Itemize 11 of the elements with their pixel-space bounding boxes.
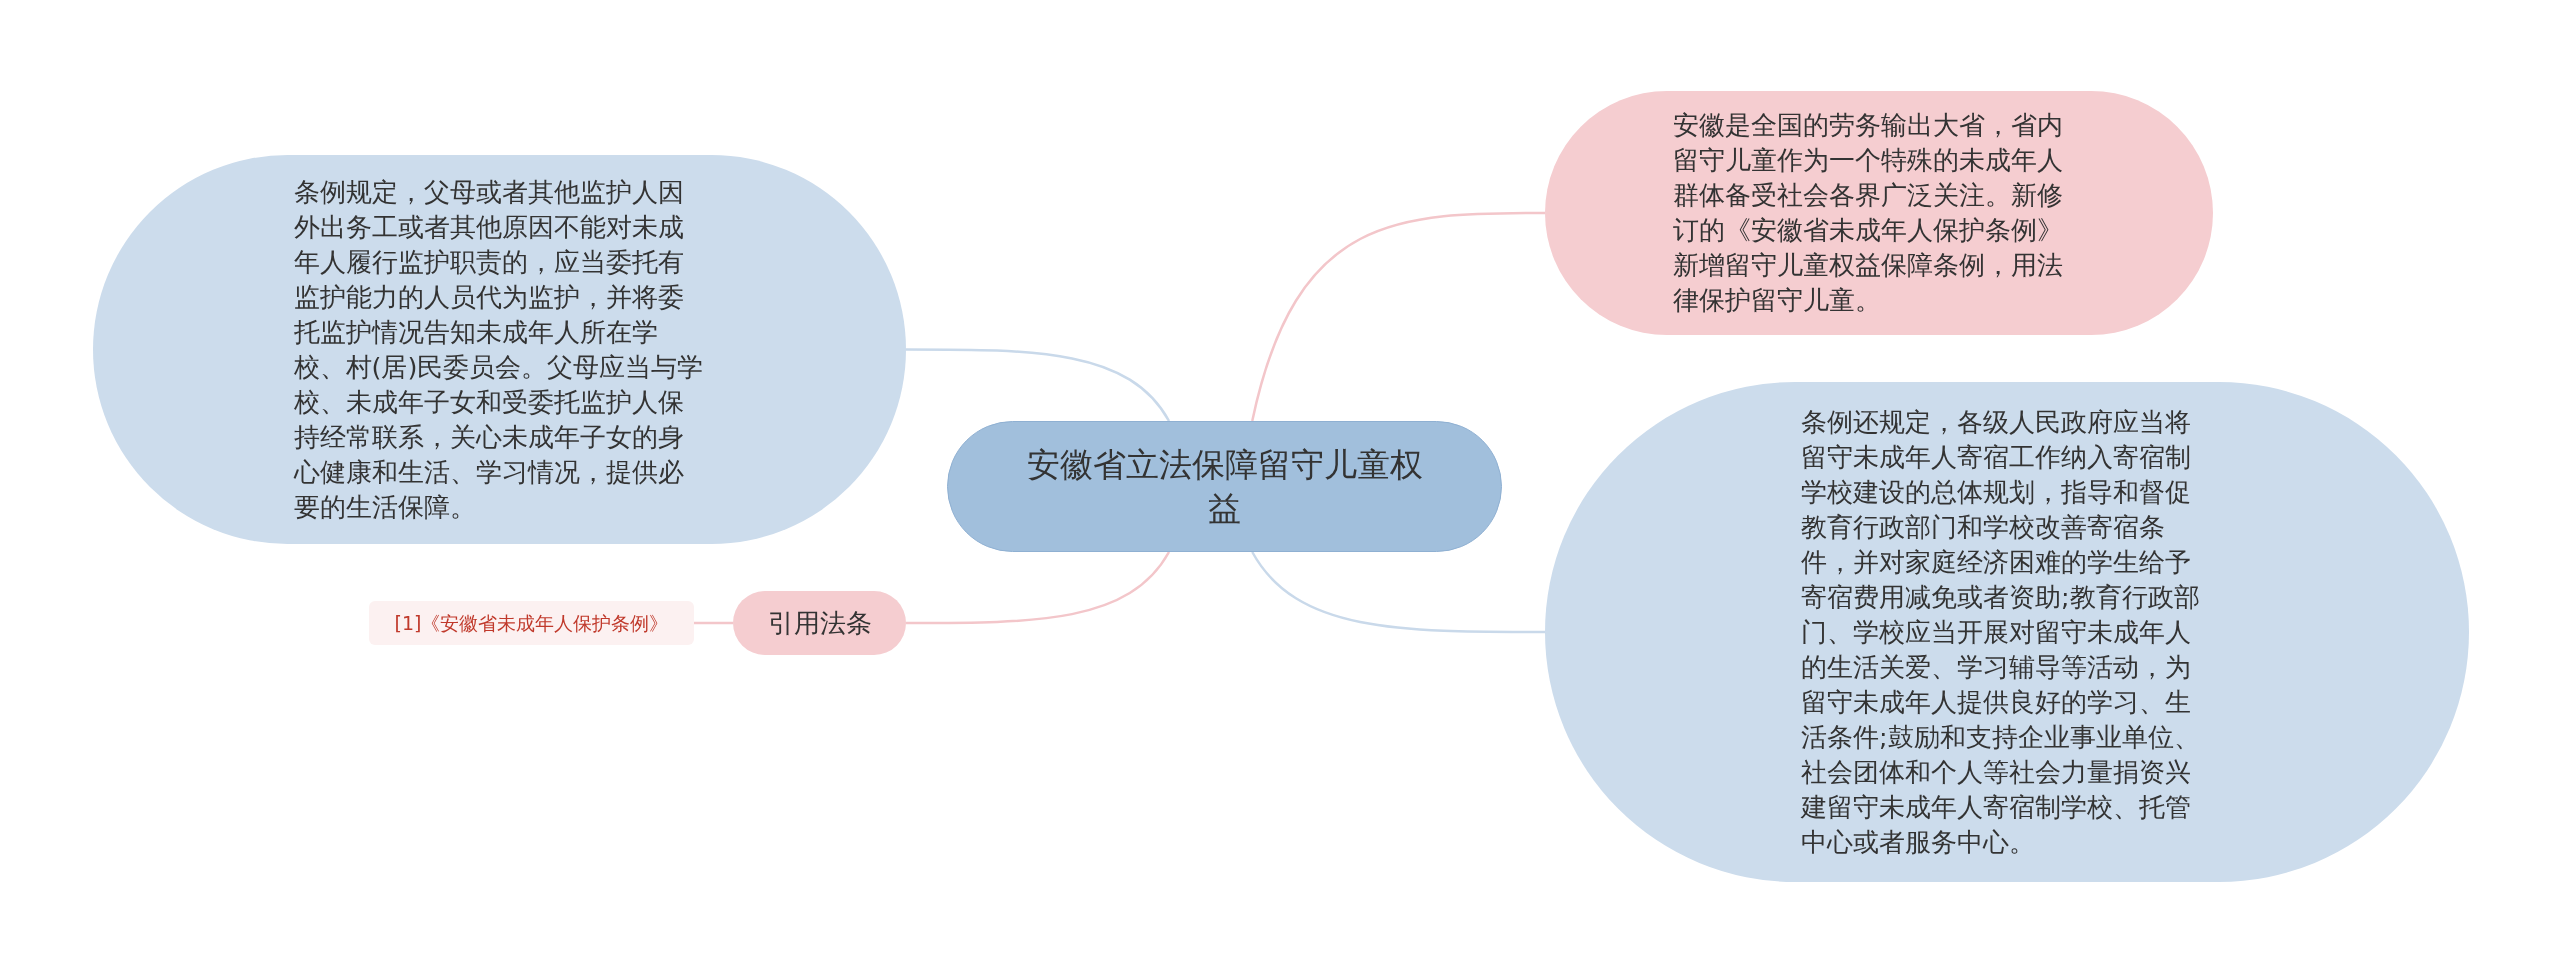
connector-line — [1251, 551, 1545, 634]
bubble-text: 条例规定，父母或者其他监护人因外出务工或者其他原因不能对未成年人履行监护职责的，应当委托有监护能力的人员代为监护，并将委托监护情况告知未成年人所在学校、村(居)民委员会。父母应当与学校、未成年子女和受委托监护人保持经常联系，关心未成年子女的身心健康和生活、学习情况，提供必要的生活保障。 — [293, 175, 705, 524]
bubble-text: 条例还规定，各级人民政府应当将留守未成年人寄宿工作纳入寄宿制学校建设的总体规划，指导和督促教育行政部门和学校改善寄宿条件，并对家庭经济困难的学生给予寄宿费用减免或者资助;教育行政部门、学校应当开展对留守未成年人的生活关爱、学习辅导等活动，为留守未成年人提供良好的学习、生活条件;鼓励和支持企业事业单位、社会团体和个人等社会力量捐资兴建留守未成年人寄宿制学校、托管中心或者服务中心。 — [1801, 405, 2201, 859]
connector-line — [906, 348, 1171, 422]
reference-tag — [369, 601, 694, 645]
connector-line — [906, 551, 1171, 625]
bubble-text: 引用法条 — [767, 607, 872, 640]
connector-line — [1251, 211, 1545, 422]
bubble-text: [1]《安徽省未成年人保护条例》 — [394, 611, 669, 635]
bubble-text: 安徽是全国的劳务输出大省，省内留守儿童作为一个特殊的未成年人群体备受社会各界广泛关注。新修订的《安徽省未成年人保护条例》新增留守儿童权益保障条例，用法律保护留守儿童。 — [1673, 109, 2064, 317]
bubble-text: 安徽省立法保障留守儿童权益 — [1025, 443, 1424, 530]
